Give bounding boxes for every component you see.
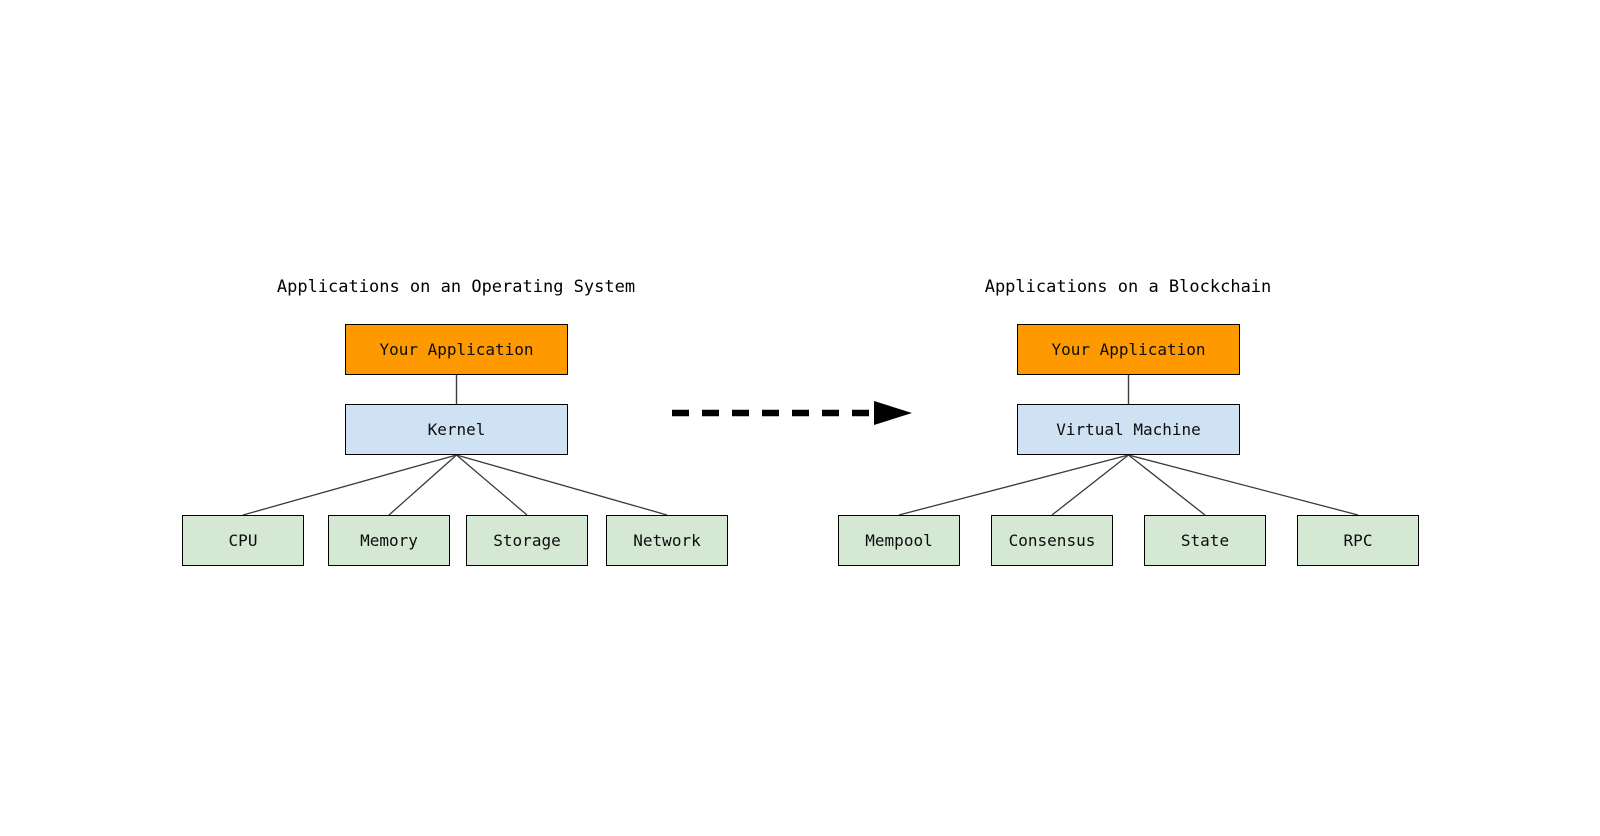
- transformation-arrow: [672, 401, 912, 425]
- right-virtual-machine-node: Virtual Machine: [1017, 404, 1240, 455]
- left-kernel-node: Kernel: [345, 404, 568, 455]
- right-fan-line-consensus: [1051, 454, 1129, 516]
- right-child-node-state: State: [1144, 515, 1266, 566]
- right-child-node-mempool: Mempool: [838, 515, 960, 566]
- right-child-node-consensus: Consensus: [991, 515, 1113, 566]
- left-fan-line-storage: [456, 454, 528, 516]
- left-child-node-network: Network: [606, 515, 728, 566]
- left-child-node-storage: Storage: [466, 515, 588, 566]
- left-your-application-node: Your Application: [345, 324, 568, 375]
- right-your-application-node: Your Application: [1017, 324, 1240, 375]
- right-fan-line-mempool: [898, 454, 1129, 516]
- left-diagram-title: Applications on an Operating System: [276, 277, 636, 297]
- right-fan-line-rpc: [1128, 454, 1359, 516]
- right-child-node-rpc: RPC: [1297, 515, 1419, 566]
- transformation-arrowhead-icon: [874, 401, 912, 425]
- left-fan-line-network: [456, 454, 668, 516]
- right-fan-line-state: [1128, 454, 1206, 516]
- right-diagram-title: Applications on a Blockchain: [984, 277, 1272, 297]
- left-child-node-cpu: CPU: [182, 515, 304, 566]
- left-child-node-memory: Memory: [328, 515, 450, 566]
- left-fan-line-cpu: [242, 454, 457, 516]
- left-fan-line-memory: [388, 454, 457, 516]
